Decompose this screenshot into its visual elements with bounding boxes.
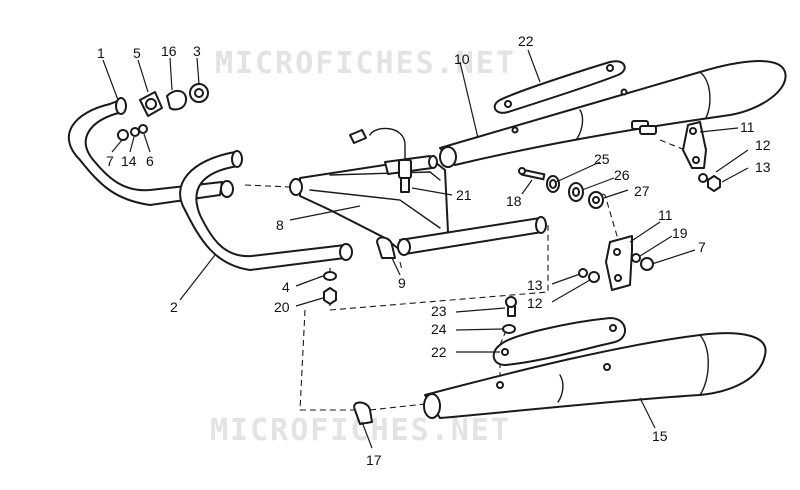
callout-5: 5 [133, 45, 141, 61]
upper-silencer [439, 60, 787, 168]
lower-header-pipe [179, 150, 353, 271]
callout-24: 24 [431, 321, 447, 337]
pipe-clamp [376, 236, 396, 259]
callout-17: 17 [366, 452, 382, 468]
callout-labels: 1 5 16 3 7 14 6 10 22 8 2 4 20 9 21 11 1… [97, 33, 771, 468]
callout-22-top: 22 [518, 33, 534, 49]
callout-14: 14 [121, 153, 137, 169]
lambda-sensor [349, 127, 412, 193]
callout-6: 6 [146, 153, 154, 169]
callout-3: 3 [193, 43, 201, 59]
callout-12-lower: 12 [527, 295, 543, 311]
shield-screw [502, 296, 517, 334]
callout-18: 18 [506, 193, 522, 209]
callout-13-lower: 13 [527, 277, 543, 293]
callout-11-top: 11 [740, 119, 755, 135]
lower-silencer [423, 332, 767, 419]
lower-washer-nut [578, 253, 654, 283]
callout-20: 20 [274, 299, 290, 315]
flange-assembly [139, 83, 209, 117]
callout-22-lower: 22 [431, 344, 447, 360]
upper-washer-nut [698, 173, 721, 192]
callout-9: 9 [398, 275, 406, 291]
small-nuts-left [117, 124, 148, 141]
callout-7-right: 7 [698, 239, 706, 255]
upper-bracket [682, 121, 707, 169]
callout-25: 25 [594, 151, 610, 167]
callout-8: 8 [276, 217, 284, 233]
leader-lines [102, 49, 749, 449]
callout-2: 2 [170, 299, 178, 315]
callout-10: 10 [454, 51, 470, 67]
callout-1: 1 [97, 45, 105, 61]
callout-11-lower: 11 [658, 207, 673, 223]
callout-15: 15 [652, 428, 668, 444]
callout-26: 26 [614, 167, 630, 183]
crossover-box [289, 155, 547, 256]
washer-nut-lower [323, 271, 337, 305]
lower-bracket [605, 235, 633, 291]
callout-16: 16 [161, 43, 177, 59]
silencer-studs [631, 120, 657, 135]
callout-13-top: 13 [755, 159, 771, 175]
callout-12-top: 12 [755, 137, 771, 153]
callout-27: 27 [634, 183, 650, 199]
callout-23: 23 [431, 303, 447, 319]
mounting-hardware [518, 167, 604, 209]
upper-heat-shield [493, 60, 626, 114]
silencer-clamp [353, 401, 373, 425]
callout-4: 4 [282, 279, 290, 295]
callout-19: 19 [672, 225, 688, 241]
lower-heat-shield [492, 317, 626, 366]
watermark-top: MICROFICHES.NET [215, 46, 516, 81]
callout-7-left: 7 [106, 153, 114, 169]
callout-21: 21 [456, 187, 472, 203]
